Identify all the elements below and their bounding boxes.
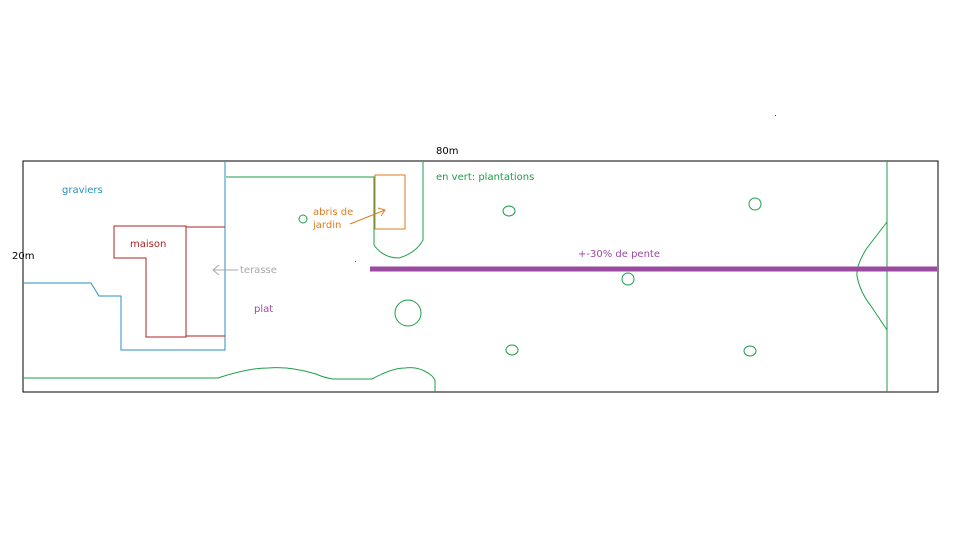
tree-5 <box>505 344 519 356</box>
garden-shed <box>374 174 406 230</box>
terrace-arrow-head <box>212 264 220 276</box>
abris-label-line2: jardin <box>313 220 342 231</box>
stray-dot <box>775 115 776 116</box>
tree-small-1 <box>298 214 308 224</box>
plantation-right-curve <box>856 221 888 331</box>
plantation-bottom-hedge <box>23 367 436 392</box>
plantation-top-hedge <box>226 162 424 259</box>
tree-6 <box>743 345 757 357</box>
tree-large <box>394 299 422 327</box>
tree-3 <box>748 197 762 211</box>
width-dimension-label: 80m <box>436 146 459 157</box>
small-mark <box>355 261 356 262</box>
plot-boundary <box>22 160 939 393</box>
terasse-label: terasse <box>240 265 277 276</box>
height-dimension-label: 20m <box>12 251 35 262</box>
shed-arrow-shaft <box>349 209 386 225</box>
shed-arrow-head <box>377 207 386 217</box>
plat-label: plat <box>254 304 274 315</box>
tree-4 <box>621 272 635 286</box>
plantations-legend: en vert: plantations <box>436 172 535 183</box>
abris-label-line1: abris de <box>313 207 354 218</box>
slope-label: +-30% de pente <box>578 249 660 260</box>
gravel-zone-outline <box>23 161 226 351</box>
maison-label: maison <box>130 239 167 250</box>
house-outline <box>113 225 187 338</box>
graviers-label: graviers <box>62 185 103 196</box>
tree-2 <box>502 205 516 217</box>
